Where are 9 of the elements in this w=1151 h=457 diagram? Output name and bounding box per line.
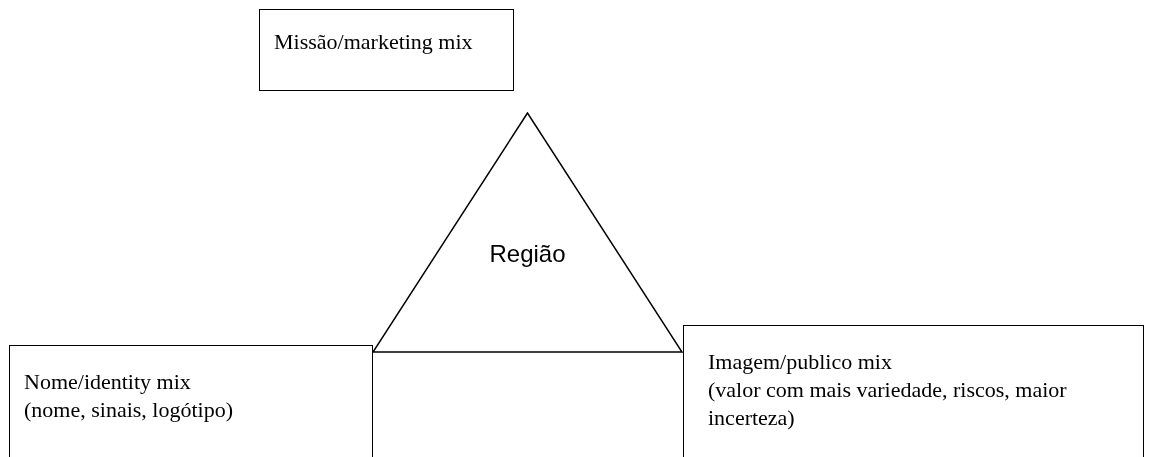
heading-text: Missão/marketing mix [274, 28, 474, 56]
text-box [683, 325, 1144, 457]
text-box [9, 345, 373, 457]
text-box [259, 9, 514, 91]
heading-text: Região [488, 240, 567, 268]
heading-text: Imagem/publico mix [708, 348, 893, 376]
description-text: (valor com mais variedade, riscos, maior incerteza) [708, 376, 1068, 432]
heading-text: Nome/identity mix [24, 368, 192, 396]
description-text: (nome, sinais, logótipo) [24, 396, 234, 424]
